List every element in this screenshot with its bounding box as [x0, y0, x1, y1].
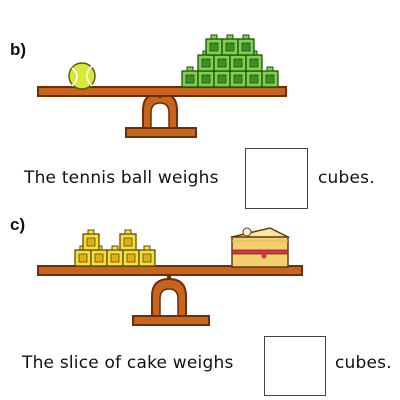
question-b-sentence-start: The tennis ball weighs	[24, 168, 219, 188]
cake-slice	[229, 227, 291, 268]
question-c-label: c)	[10, 215, 26, 234]
green-cube-stack	[181, 34, 279, 88]
answer-box-b[interactable]	[245, 148, 308, 209]
question-c-sentence-start: The slice of cake weighs	[22, 353, 234, 373]
yellow-cube-stack	[74, 229, 156, 267]
question-b-sentence-end: cubes.	[318, 168, 375, 188]
question-c-sentence-end: cubes.	[335, 353, 392, 373]
fulcrum-b	[125, 91, 197, 138]
answer-box-c[interactable]	[264, 336, 326, 396]
fulcrum-c	[132, 275, 210, 326]
balance-scale-b	[37, 34, 287, 138]
balance-scale-c	[37, 227, 303, 326]
beam-c	[37, 265, 303, 276]
beam-b	[37, 86, 287, 97]
question-b-label: b)	[10, 40, 27, 59]
tennis-ball	[68, 62, 96, 90]
